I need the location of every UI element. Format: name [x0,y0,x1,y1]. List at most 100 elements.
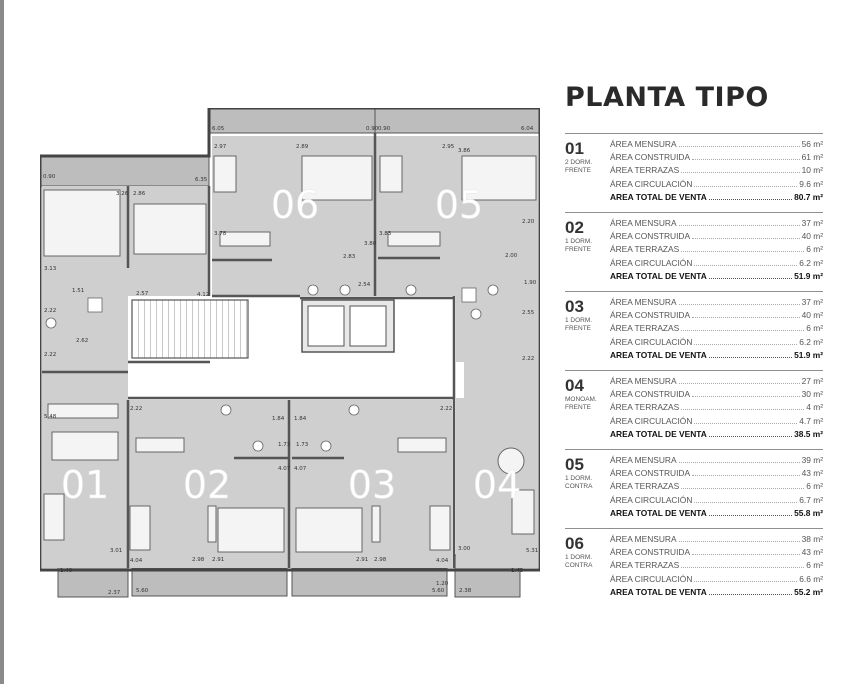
bed-01a [43,189,121,257]
area-label: ÁREA CIRCULACIÓN [610,178,693,189]
area-label: ÁREA MENSURA [610,139,677,149]
bed-05 [461,155,537,201]
dim-label: 0.90 [43,174,56,180]
total-value: 38.5 m² [794,428,823,439]
area-value: 30 m² [801,389,823,400]
unit-number: 03 [565,297,584,316]
area-value: 27 m² [801,376,823,386]
dim-label: 2.57 [136,291,149,297]
page-edge-line [0,0,4,684]
leader-dots [692,475,800,477]
sofa-03 [429,505,451,551]
dim-label: 1.40 [511,568,524,574]
dim-label: 2.98 [374,557,387,563]
balcony-bottom-2 [131,567,288,597]
unit-type: 1 DORM. CONTRA [565,475,593,490]
area-label: ÁREA CONSTRUIDA [610,468,691,479]
leader-dots [678,462,800,463]
dim-label: 5.48 [44,414,57,420]
total-label: AREA TOTAL DE VENTA [610,191,707,202]
area-value: 6.6 m² [799,573,823,584]
area-label: ÁREA CIRCULACIÓN [610,494,693,505]
dim-label: 2.00 [505,253,518,259]
area-value: 10 m² [801,165,823,176]
balcony-01-top [40,155,210,187]
dim-label: 4.12 [197,292,209,298]
leader-dots [694,580,798,582]
dim-label: 2.55 [522,310,535,316]
total-row: AREA TOTAL DE VENTA 38.5 m² [610,429,823,442]
dim-label: 1.90 [524,280,537,286]
dim-label: 5.60 [136,588,149,594]
area-label: ÁREA CIRCULACIÓN [610,336,693,347]
leader-dots [692,554,800,556]
leader-dots [681,172,800,174]
area-value: 4.7 m² [799,415,823,426]
dim-label: 3.26 [116,191,129,197]
area-label: ÁREA TERRAZAS [610,165,680,176]
leader-dots [708,514,793,516]
leader-dots [694,501,798,503]
bed-01b [133,203,207,255]
total-value: 55.2 m² [794,586,823,597]
leader-dots [681,409,805,411]
unit-number: 01 [565,139,584,158]
area-value: 43 m² [801,468,823,479]
area-label: ÁREA CONSTRUIDA [610,547,691,558]
leader-dots [681,251,805,253]
table-05 [387,231,441,247]
area-value: 6 m² [806,560,823,571]
table-02 [135,437,185,453]
total-value: 55.8 m² [794,507,823,518]
tv-unit-02 [207,505,217,543]
leader-dots [694,422,798,424]
area-value: 39 m² [801,455,823,465]
unit-type: 1 DORM. FRENTE [565,317,593,332]
dim-label: 3.83 [379,231,392,237]
area-label: ÁREA CONSTRUIDA [610,231,691,242]
area-row: ÁREA TERRAZAS 10 m² [610,165,823,178]
area-label: ÁREA TERRAZAS [610,244,680,255]
area-value: 37 m² [801,297,823,307]
area-value: 40 m² [801,310,823,321]
unit-number: 05 [565,455,584,474]
bed-06 [301,155,373,201]
total-label: AREA TOTAL DE VENTA [610,428,707,439]
area-value: 6 m² [806,481,823,492]
sofa-02 [129,505,151,551]
table-04 [497,447,525,475]
leader-dots [678,146,800,147]
dim-label: 3.13 [44,266,57,272]
dim-label: 1.73 [296,442,309,448]
dim-label: 3.78 [214,231,227,237]
dim-label: 3.01 [110,548,122,554]
dim-label: 2.37 [108,590,121,596]
area-value: 6 m² [806,323,823,334]
area-label: ÁREA CIRCULACIÓN [610,257,693,268]
dim-label: 2.22 [440,406,452,412]
total-value: 51.9 m² [794,349,823,360]
floor-plan: 06 05 01 02 03 04 6.05 0.90 0.90 6.04 0.… [40,108,540,598]
table-01 [51,431,119,461]
leader-dots [708,356,793,358]
dim-label: 2.91 [212,557,224,563]
